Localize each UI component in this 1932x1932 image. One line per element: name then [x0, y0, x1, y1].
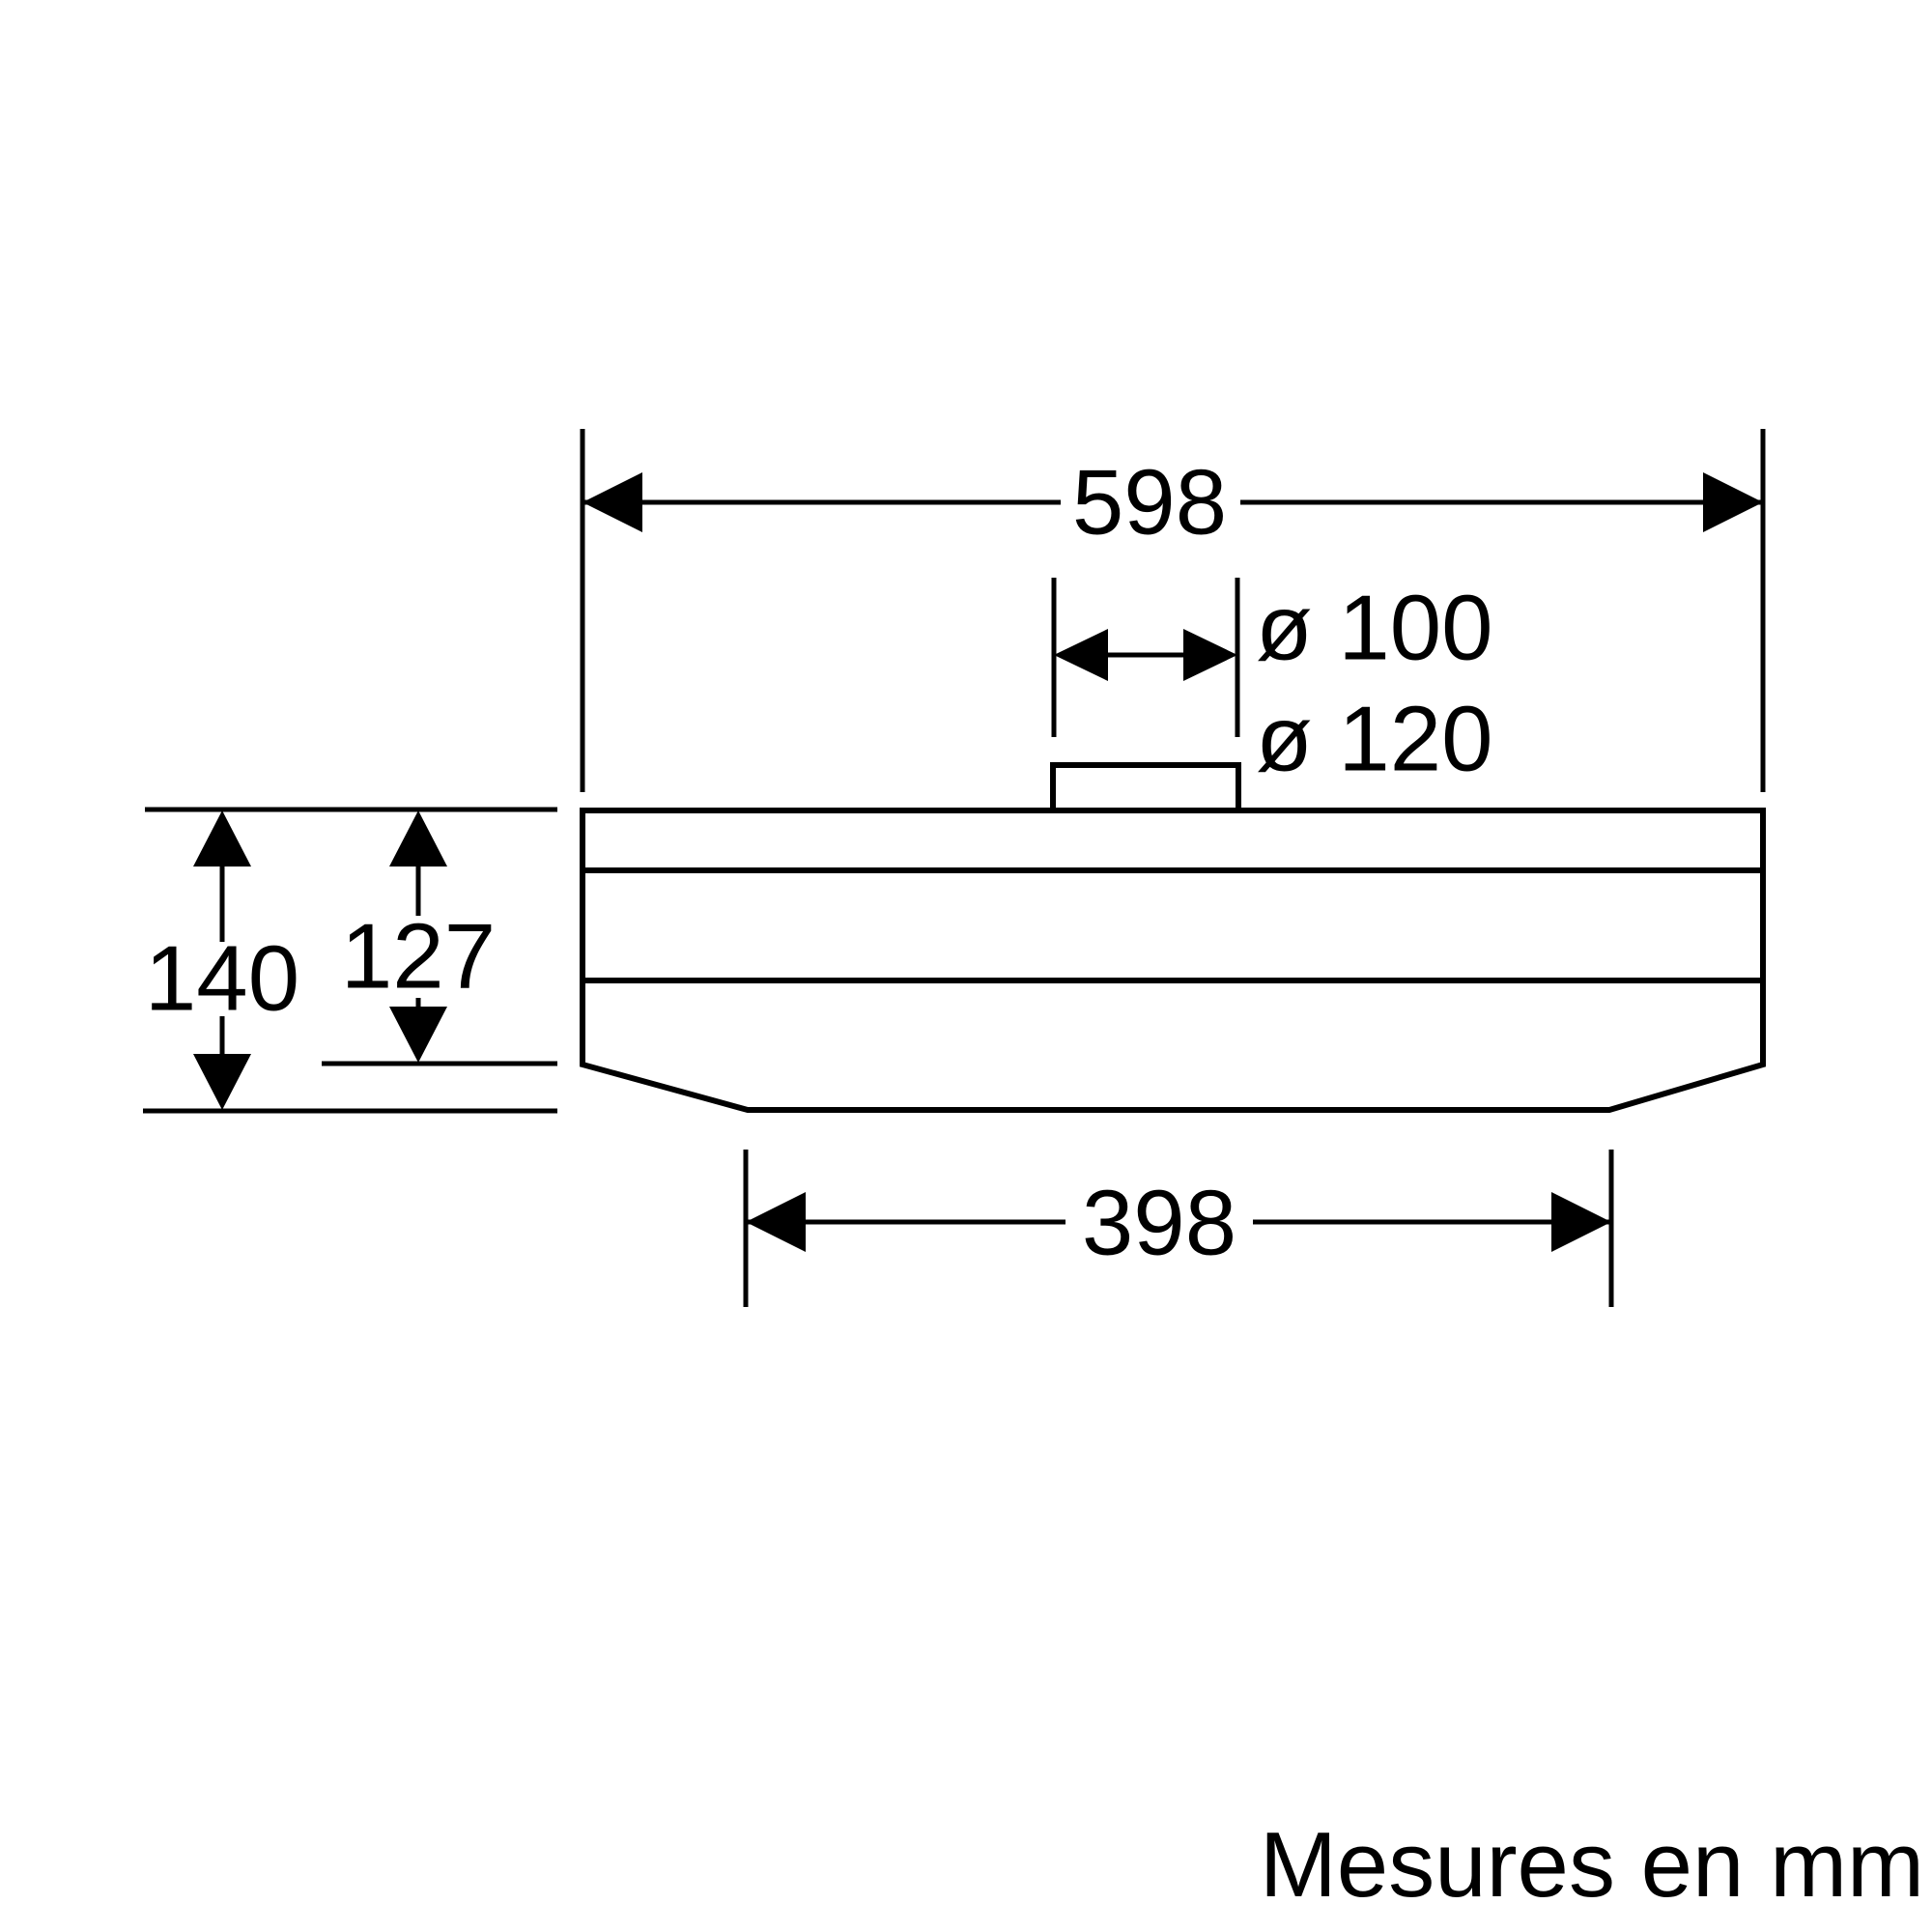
dimension-label-bottom-width: 398	[1082, 1172, 1236, 1275]
arrowhead-up-icon	[193, 810, 251, 867]
hood-body-outline	[580, 808, 1766, 1113]
dimension-label-duct-small: ø 100	[1256, 577, 1492, 680]
arrowhead-right-icon	[1183, 629, 1237, 681]
duct-collar	[1050, 762, 1241, 813]
arrowhead-left-icon	[1054, 629, 1108, 681]
arrowhead-down-icon	[389, 1007, 447, 1063]
dimension-total-height: 140	[143, 807, 557, 1114]
arrowhead-up-icon	[389, 810, 447, 867]
dimension-body-height: 127	[322, 810, 557, 1066]
units-note: Mesures en mm	[1260, 1813, 1924, 1917]
arrowhead-down-icon	[193, 1054, 251, 1110]
arrowhead-left-icon	[582, 472, 642, 532]
dimension-label-top-width: 598	[1072, 451, 1227, 554]
dimension-label-total-height: 140	[145, 927, 299, 1031]
dimension-label-duct-large: ø 120	[1256, 688, 1492, 791]
arrowhead-left-icon	[746, 1192, 806, 1252]
dimension-label-body-height: 127	[341, 905, 496, 1009]
dimension-top-width: 598	[580, 429, 1766, 792]
arrowhead-right-icon	[1703, 472, 1763, 532]
dimension-bottom-width: 398	[743, 1150, 1614, 1307]
hood-body	[580, 762, 1766, 1113]
dimension-duct: ø 100 ø 120	[1051, 577, 1492, 791]
arrowhead-right-icon	[1551, 1192, 1611, 1252]
